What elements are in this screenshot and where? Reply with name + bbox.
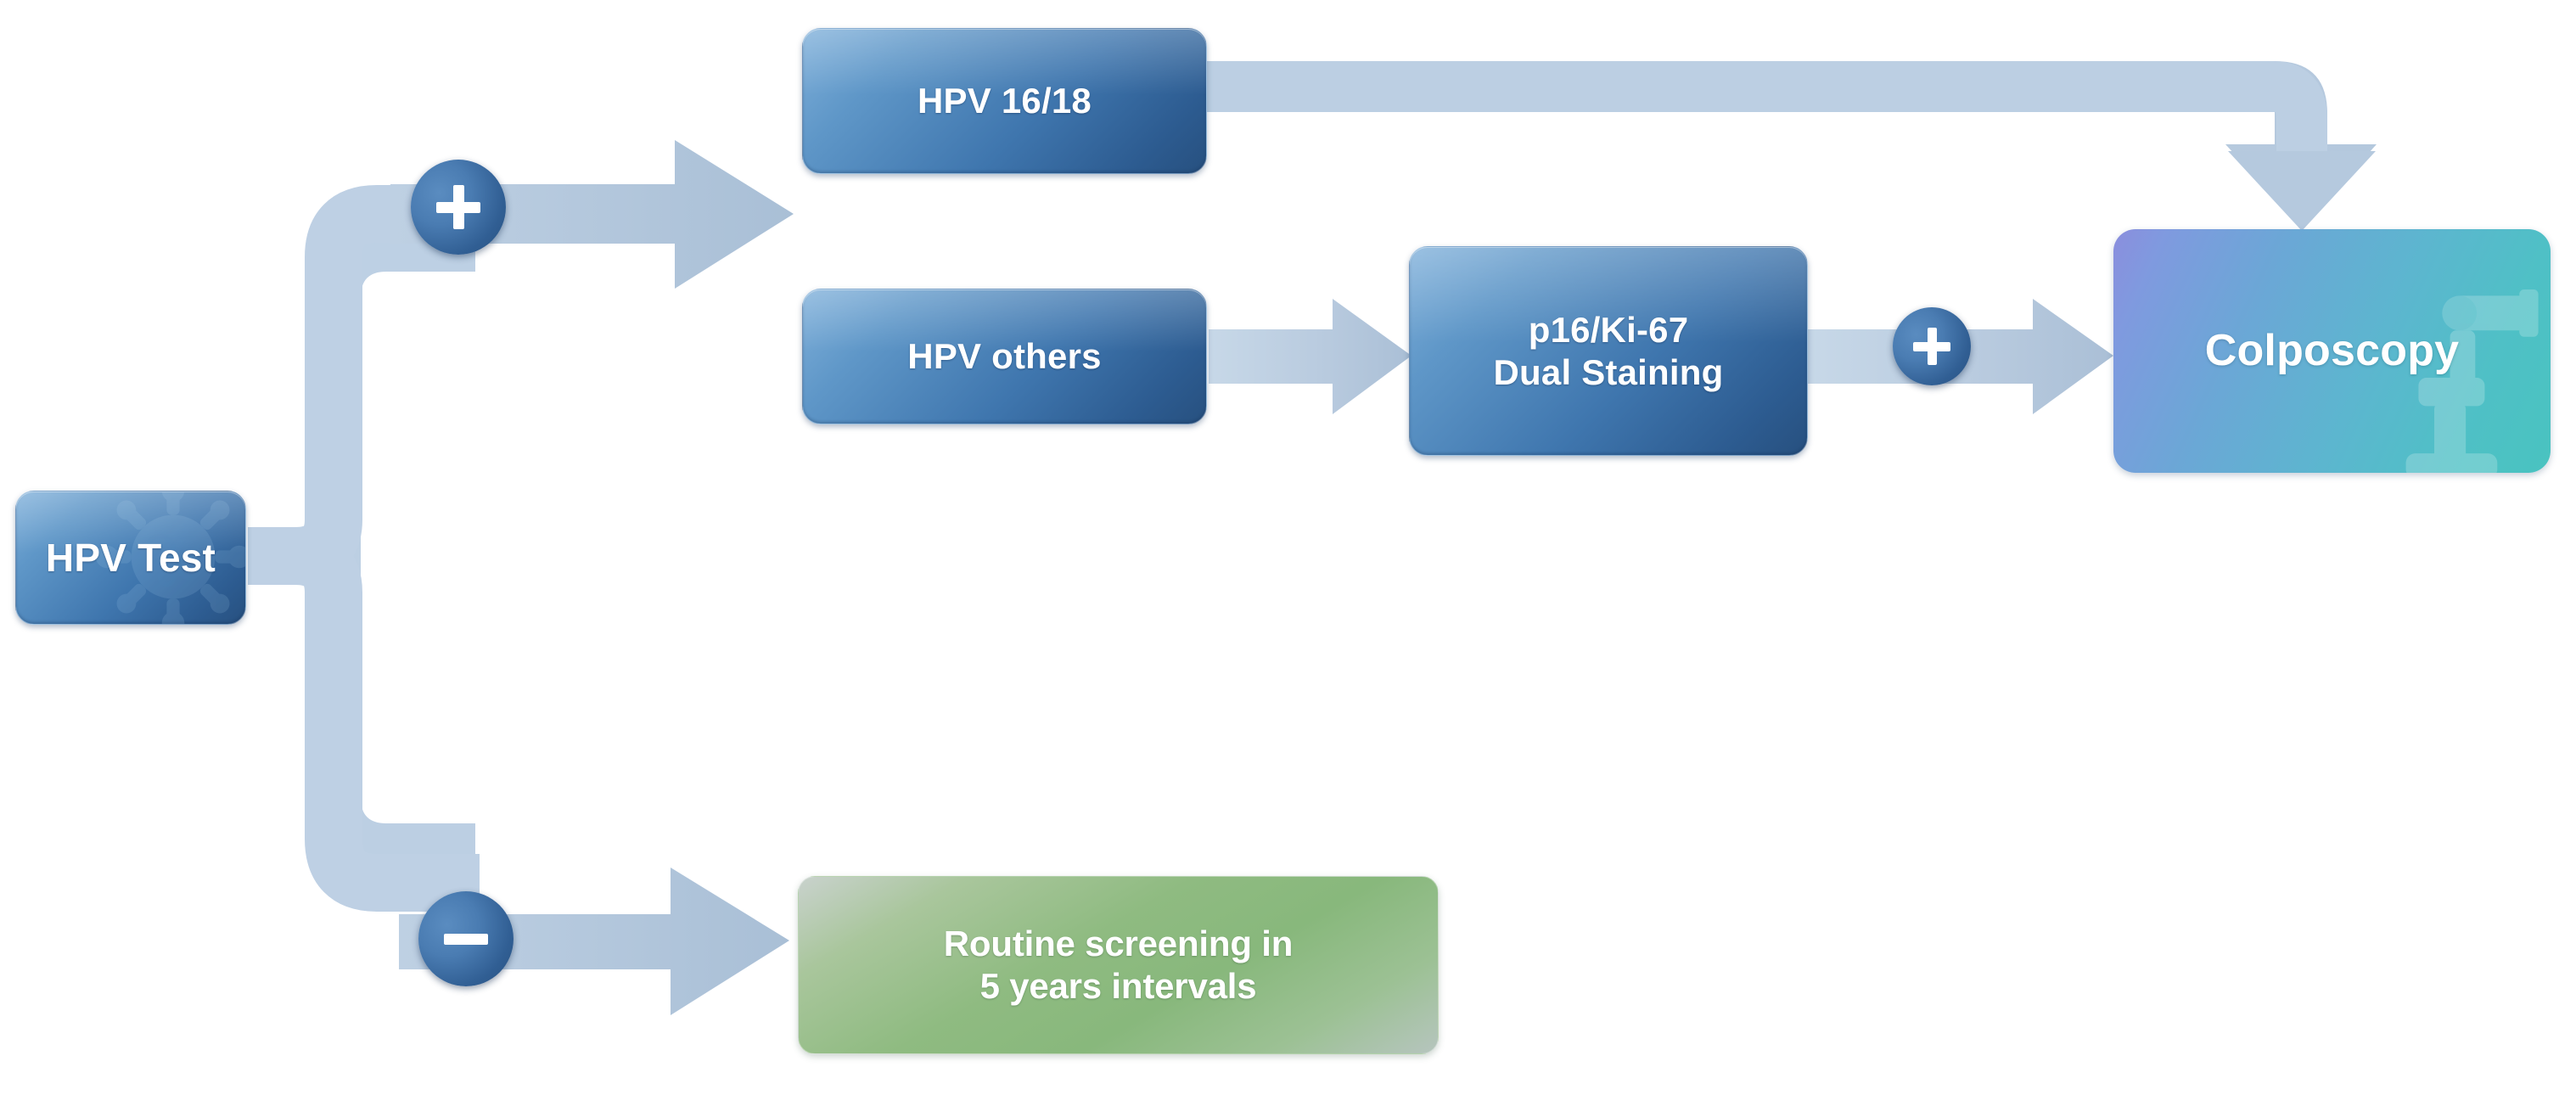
node-routine-screening-label: Routine screening in 5 years intervals <box>943 924 1294 1006</box>
node-routine-screening[interactable]: Routine screening in 5 years intervals <box>798 876 1439 1054</box>
node-hpv-1618-label: HPV 16/18 <box>918 81 1092 121</box>
badge-negative[interactable]: – <box>418 891 514 986</box>
minus-horizontal-bar <box>444 933 488 945</box>
node-colposcopy-label: Colposcopy <box>2204 325 2460 375</box>
node-dual-staining-label: p16/Ki-67 Dual Staining <box>1493 309 1724 392</box>
connector-hpv-test-branch <box>242 185 480 912</box>
arrow-hpv-others-to-dual-staining <box>1209 299 1411 414</box>
node-hpv-1618[interactable]: HPV 16/18 <box>802 28 1207 174</box>
node-hpv-others-label: HPV others <box>907 336 1102 377</box>
plus-vertical-bar <box>452 185 464 229</box>
node-colposcopy[interactable]: Colposcopy <box>2113 229 2551 473</box>
badge-positive-dual-staining[interactable]: + <box>1893 307 1971 385</box>
node-hpv-test[interactable]: HPV Test <box>15 491 246 625</box>
node-dual-staining[interactable]: p16/Ki-67 Dual Staining <box>1409 246 1808 456</box>
plus-vertical-bar <box>1927 328 1937 365</box>
node-hpv-test-label: HPV Test <box>45 535 216 580</box>
arrow-hpv-1618-to-colposcopy <box>1201 61 2377 231</box>
node-hpv-others[interactable]: HPV others <box>802 289 1207 424</box>
badge-positive-top[interactable]: + <box>411 160 506 255</box>
